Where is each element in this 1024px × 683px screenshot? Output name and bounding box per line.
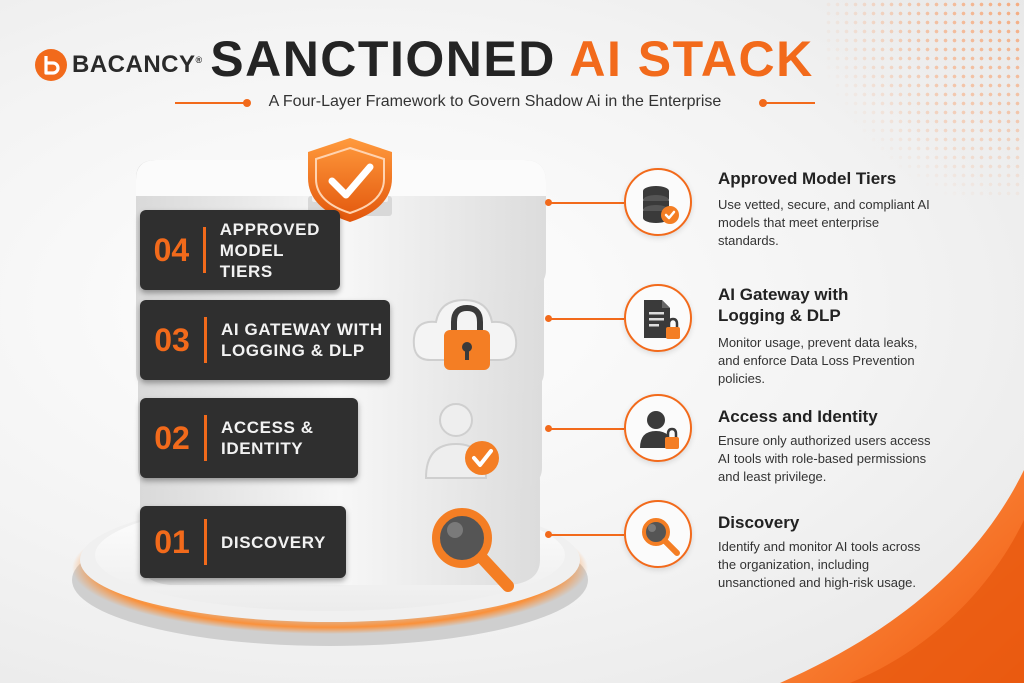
connector-01 [548, 534, 624, 536]
subtitle-row: A Four-Layer Framework to Govern Shadow … [175, 93, 815, 113]
shield-check-icon [308, 138, 392, 222]
connector-dot-04 [545, 199, 552, 206]
connector-02 [548, 428, 624, 430]
detail-icon-circle [624, 394, 692, 462]
detail-approved-model-tiers: Approved Model Tiers Use vetted, secure,… [624, 168, 1004, 268]
subtitle-dot-right [759, 99, 767, 107]
page-title: SANCTIONED AI STACK [0, 30, 1024, 88]
subtitle-rule-right [765, 102, 815, 104]
bacancy-logo-icon [35, 49, 67, 81]
subtitle-dot-left [243, 99, 251, 107]
layer-separator [204, 317, 207, 363]
layer-label-text: ACCESS & IDENTITY [221, 418, 314, 458]
layer-label-01: 01 DISCOVERY [140, 506, 346, 578]
connector-dot-01 [545, 531, 552, 538]
user-check-icon [424, 403, 499, 479]
page-subtitle: A Four-Layer Framework to Govern Shadow … [268, 93, 722, 110]
layer-label-text: AI GATEWAY WITH LOGGING & DLP [221, 320, 383, 360]
layer-label-02: 02 ACCESS & IDENTITY [140, 398, 358, 478]
layer-number: 01 [154, 523, 190, 560]
connector-03 [548, 318, 624, 320]
layer-number: 02 [154, 419, 190, 456]
subtitle-rule-left [175, 102, 245, 104]
brand-logo: BACANCY® [34, 48, 203, 82]
database-check-icon [643, 186, 679, 224]
detail-icon-circle [624, 500, 692, 568]
connector-dot-03 [545, 315, 552, 322]
layer-separator [204, 415, 207, 461]
detail-title: AI Gateway with Logging & DLP [718, 285, 849, 325]
detail-title: Access and Identity [718, 407, 878, 426]
cloud-lock-icon [412, 298, 518, 370]
detail-title: Approved Model Tiers [718, 169, 897, 188]
connector-04 [548, 202, 624, 204]
search-icon [642, 518, 680, 556]
magnifier-icon [432, 508, 514, 592]
detail-description: Ensure only authorized users access AI t… [718, 433, 931, 484]
detail-ai-gateway: AI Gateway with Logging & DLP Monitor us… [624, 284, 1004, 394]
layer-label-04: 04 APPROVED MODEL TIERS [140, 210, 340, 290]
halftone-decoration [824, 0, 1024, 200]
layer-number: 04 [153, 231, 190, 268]
layer-separator [204, 519, 207, 565]
brand-name: BACANCY® [72, 51, 203, 78]
document-lock-icon [644, 300, 680, 339]
title-main: SANCTIONED [210, 31, 556, 87]
detail-description: Identify and monitor AI tools across the… [718, 539, 921, 590]
user-lock-icon [640, 411, 679, 449]
layer-label-text: APPROVED MODEL TIERS [219, 219, 320, 281]
detail-description: Use vetted, secure, and compliant AI mod… [718, 197, 930, 248]
layer-label-text: DISCOVERY [221, 532, 326, 552]
detail-access-identity: Access and Identity Ensure only authoriz… [624, 394, 1004, 494]
detail-icon-circle [624, 168, 692, 236]
layer-number: 03 [154, 321, 190, 358]
title-accent: AI STACK [569, 31, 814, 87]
detail-description: Monitor usage, prevent data leaks, and e… [718, 335, 918, 386]
layer-separator [202, 227, 206, 273]
connector-dot-02 [545, 425, 552, 432]
detail-title: Discovery [718, 513, 800, 532]
layer-label-03: 03 AI GATEWAY WITH LOGGING & DLP [140, 300, 390, 380]
detail-discovery: Discovery Identify and monitor AI tools … [624, 500, 1004, 600]
detail-icon-circle [624, 284, 692, 352]
